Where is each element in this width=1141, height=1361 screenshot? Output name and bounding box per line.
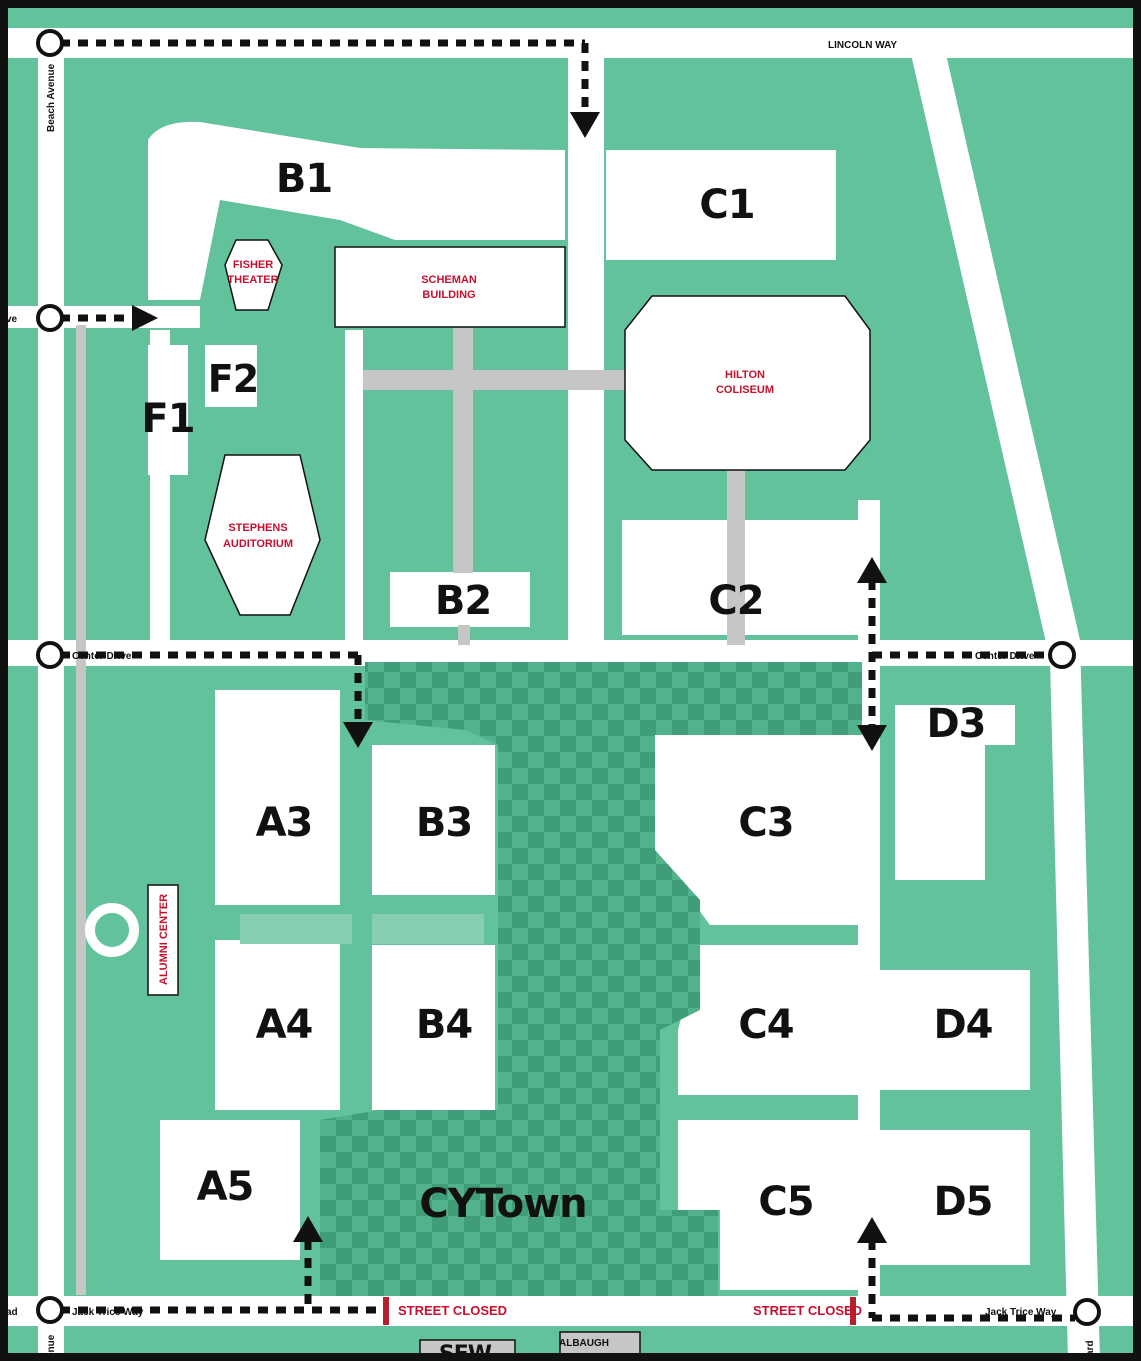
street-label-center-drive-right: Center Drive [975,651,1035,662]
street-label-lincoln-way: LINCOLN WAY [828,40,897,51]
lot-label-a3: A3 [256,800,313,846]
lot-label-b3: B3 [416,800,472,846]
stephens-label-line1: STEPHENS [228,522,287,534]
lot-label-b1: B1 [276,156,332,202]
traffic-routes [60,39,1075,1322]
street-label-center-drive-left: Center Drive [72,651,132,662]
lot-labels: B1 C1 F1 F2 B2 C2 A3 B3 C3 D3 A4 B4 C4 D… [141,156,993,1225]
intersections [36,29,1101,1326]
street-label-beach-avenue: Beach Avenue [46,63,57,132]
lot-b4-shape [372,945,495,1110]
street-closed-bar [850,1297,856,1325]
fisher-label-line1: FISHER [233,259,273,271]
lot-c5-shape [678,1120,862,1290]
entrance-arrow-icon [132,305,158,331]
entrance-arrows [132,112,887,1243]
intersection-circle-icon [1048,641,1076,669]
lot-c1-shape [606,150,836,260]
hilton-coliseum [624,295,871,471]
entrance-arrow-icon [570,112,600,138]
lot-a3-shape [215,690,340,905]
lot-d5-shape [880,1130,1030,1265]
fisher-theater [224,239,283,311]
hilton-label-line2: COLISEUM [716,384,774,396]
lot-label-b4: B4 [416,1002,472,1048]
lot-label-d5: D5 [933,1179,992,1225]
street-label-jack-trice-left: Jack Trice Way [72,1307,144,1318]
entrance-arrow-icon [343,722,373,748]
lot-b2-shape [390,572,530,627]
entrance-arrow-icon [857,725,887,751]
street-label-bottom-left-stub: enue [46,1334,57,1358]
lot-label-c1: C1 [699,182,754,228]
lot-c3-shape [655,735,860,925]
lot-b3-shape [372,745,495,895]
lot-label-c5: C5 [758,1179,813,1225]
intersection-circle-icon [36,29,64,57]
lot-label-a4: A4 [256,1002,313,1048]
alumni-center [147,884,179,996]
university-blvd-road [905,28,1100,1361]
lot-label-c3: C3 [738,800,793,846]
parking-lots [148,121,1030,1290]
street-closed-label-left: STREET CLOSED [398,1303,507,1318]
scheman-building [334,246,566,328]
stephens-label-line2: AUDITORIUM [223,538,293,550]
lot-b1-shape [148,121,565,301]
lot-label-d3: D3 [926,701,985,747]
lot-c4-shape [678,945,862,1095]
alumni-roundabout [85,903,139,957]
albaugh-label: ALBAUGH [559,1338,609,1349]
intersection-circle-icon [36,304,64,332]
beach-avenue-road [38,28,64,1361]
lot-label-d4: D4 [933,1002,992,1048]
intersection-circle-icon [36,1296,64,1324]
alumni-center-label: ALUMNI CENTER [158,894,170,985]
lot-label-a5: A5 [197,1164,254,1210]
street-label-left-edge-top: ve [6,314,18,325]
lot-f2-shape [205,345,257,407]
lot-f1-shape [148,345,188,475]
lot-d3-shape [895,705,1015,880]
scheman-label-line2: BUILDING [422,289,475,301]
street-closed-label-right: STREET CLOSED [753,1303,862,1318]
entrance-arrow-icon [293,1216,323,1242]
lot-label-f2: F2 [208,357,258,401]
entrance-arrow-icon [857,557,887,583]
fisher-label-line2: THEATER [227,274,278,286]
lot-d4-shape [880,970,1030,1090]
east-service-road [858,500,880,1320]
lot-a4-shape [215,940,340,1110]
intersection-circle-icon [1073,1298,1101,1326]
scheman-label-line1: SCHEMAN [421,274,477,286]
street-closed-bar [383,1297,389,1325]
lot-label-b2: B2 [435,578,491,624]
walkways [76,325,745,1295]
cytown-area [320,662,862,1296]
street-label-right-edge-bottom: ard [1085,1340,1096,1356]
lot-label-c2: C2 [708,578,763,624]
hilton-label-line1: HILTON [725,369,765,381]
intersection-circle-icon [36,641,64,669]
lot-a5-shape [160,1120,300,1260]
cytown-label: CYTown [419,1181,586,1227]
street-label-left-edge-bottom: ad [6,1307,18,1318]
entrance-arrow-icon [857,1217,887,1243]
street-label-jack-trice-right: Jack Trice Way [985,1307,1057,1318]
stephens-auditorium [204,454,321,616]
lot-label-c4: C4 [738,1002,793,1048]
lot-label-f1: F1 [141,396,194,442]
scheman-drive [345,330,363,650]
